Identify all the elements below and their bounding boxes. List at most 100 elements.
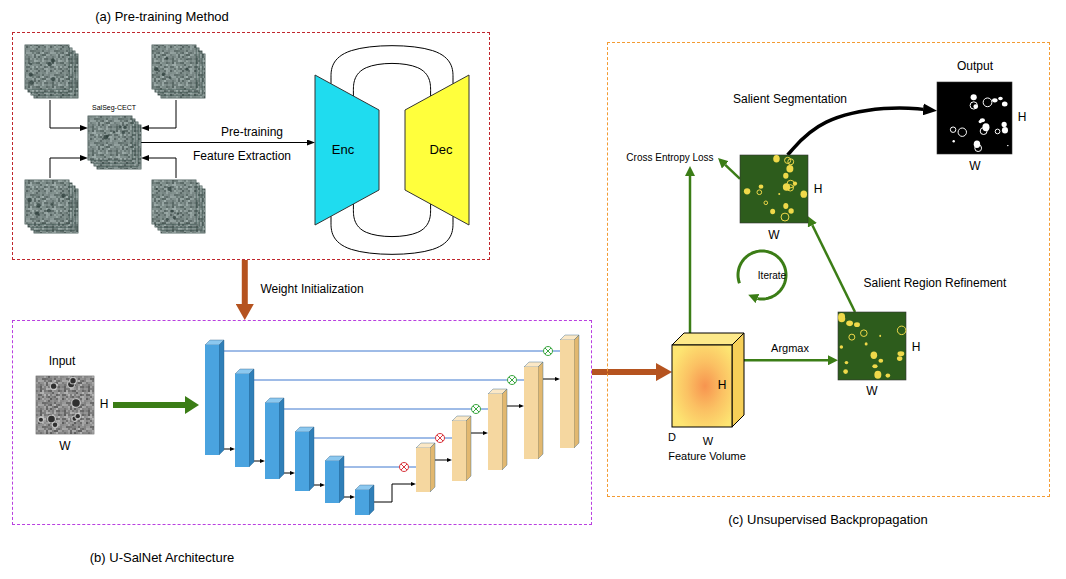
- edge-label: Salient Segmentation: [731, 93, 849, 107]
- block-label: Enc: [332, 143, 354, 158]
- axis-label: H: [1018, 111, 1027, 125]
- input-arrow: [113, 402, 185, 408]
- connector: [353, 63, 430, 96]
- segment-ring: [958, 128, 966, 136]
- encoder-block: Enc: [315, 75, 379, 225]
- edge-label: Salient Region Refinement: [862, 277, 1009, 291]
- encoder-layer-side: [249, 369, 254, 467]
- loop-label: Iterate: [756, 270, 788, 282]
- multiply-symbol: [472, 405, 481, 414]
- segment-blob: [843, 369, 848, 374]
- segment-blob: [885, 373, 890, 377]
- multiply-symbol: [401, 464, 407, 470]
- particle: [165, 57, 168, 60]
- tomogram-noise: [25, 180, 69, 224]
- tomogram-noise: [152, 45, 196, 89]
- segment-blob: [840, 345, 843, 348]
- particle: [50, 203, 52, 205]
- segment-blob: [854, 322, 860, 327]
- feed-arrow: [50, 158, 80, 178]
- decoder-layer-side: [574, 335, 579, 448]
- particle: [61, 193, 65, 197]
- decoder-shape: [405, 75, 469, 225]
- particle: [169, 76, 172, 79]
- tomogram-noise: [152, 180, 196, 224]
- loss-node: Cross Entropy Loss: [622, 150, 718, 166]
- multiply-symbol: [473, 406, 479, 412]
- multiply-symbol: [544, 347, 553, 356]
- tomogram-noise: [88, 116, 132, 160]
- particle: [27, 198, 31, 202]
- upsample-arrow: [471, 433, 483, 434]
- multiply-symbol: [509, 377, 515, 383]
- particle: [36, 203, 40, 207]
- particle-halo: [52, 421, 59, 428]
- decoder-layer-front: [560, 340, 574, 448]
- particle-halo: [38, 416, 44, 422]
- connector: [242, 260, 248, 304]
- tomogram-image: [36, 376, 94, 434]
- feed-arrow: [50, 100, 80, 128]
- encoder-layer-side: [339, 456, 344, 503]
- segment-blob: [973, 104, 978, 109]
- multiply-symbol: [400, 463, 409, 472]
- multiply-symbol: [437, 435, 443, 441]
- segment-blob: [871, 352, 878, 359]
- node-shape: [88, 116, 141, 169]
- skip-line: [409, 467, 417, 468]
- volume-side: [732, 333, 744, 427]
- tomogram-slice: [88, 116, 132, 160]
- segment-blob: [879, 335, 881, 337]
- encoder-layer-front: [235, 374, 249, 467]
- skip-line: [254, 380, 508, 381]
- particle: [51, 77, 55, 81]
- encoder-layer-side: [309, 427, 314, 491]
- particle: [173, 216, 176, 219]
- arrow-label: Feature Extraction: [191, 150, 293, 164]
- node-shape: [36, 376, 94, 434]
- skip-line: [284, 409, 472, 410]
- segment-blob: [788, 208, 793, 214]
- dataset-stack: SalSeg-CECT: [88, 116, 141, 169]
- particle: [72, 399, 80, 407]
- skip-line: [314, 438, 436, 439]
- segment-blob: [874, 371, 881, 379]
- decoder-layer-front: [416, 448, 430, 492]
- multiply-symbol: [509, 377, 515, 383]
- segment-ring: [897, 326, 906, 335]
- tomogram-stack: [152, 180, 205, 233]
- connector: [141, 142, 307, 143]
- particle: [39, 418, 43, 422]
- segment-blob: [878, 359, 883, 363]
- multiply-symbol: [401, 464, 407, 470]
- decoder-block: Dec: [405, 75, 469, 225]
- unet-figure: [205, 335, 579, 515]
- input-image: InputHW: [36, 376, 94, 434]
- segmentation-image: [740, 155, 808, 223]
- tomogram-slice: [152, 45, 196, 89]
- connector: [689, 176, 692, 333]
- multiply-symbol: [437, 435, 443, 441]
- connector: [744, 359, 828, 362]
- bottleneck-arrow: [374, 484, 411, 502]
- particle: [123, 126, 127, 130]
- particle: [154, 67, 158, 71]
- segment-blob: [898, 351, 905, 356]
- encoder-layer-front: [295, 432, 309, 491]
- connector: [788, 108, 923, 155]
- segment-blob: [1002, 101, 1008, 106]
- image-label: Output: [957, 60, 993, 74]
- volume-front: [672, 345, 732, 427]
- segment-blob: [744, 188, 750, 194]
- encoder-shape: [315, 75, 379, 225]
- segment-blob: [838, 313, 845, 320]
- segmentation-image: [937, 82, 1012, 154]
- axis-label: W: [768, 229, 779, 243]
- tomogram-noise: [36, 376, 94, 434]
- segmentation-image: HW: [740, 155, 808, 223]
- section-panel: (c) Unsupervised BackpropagationOutputHW…: [607, 42, 1050, 497]
- segment-blob: [971, 94, 977, 100]
- downsample-arrow: [344, 497, 350, 498]
- segment-blob: [793, 182, 797, 186]
